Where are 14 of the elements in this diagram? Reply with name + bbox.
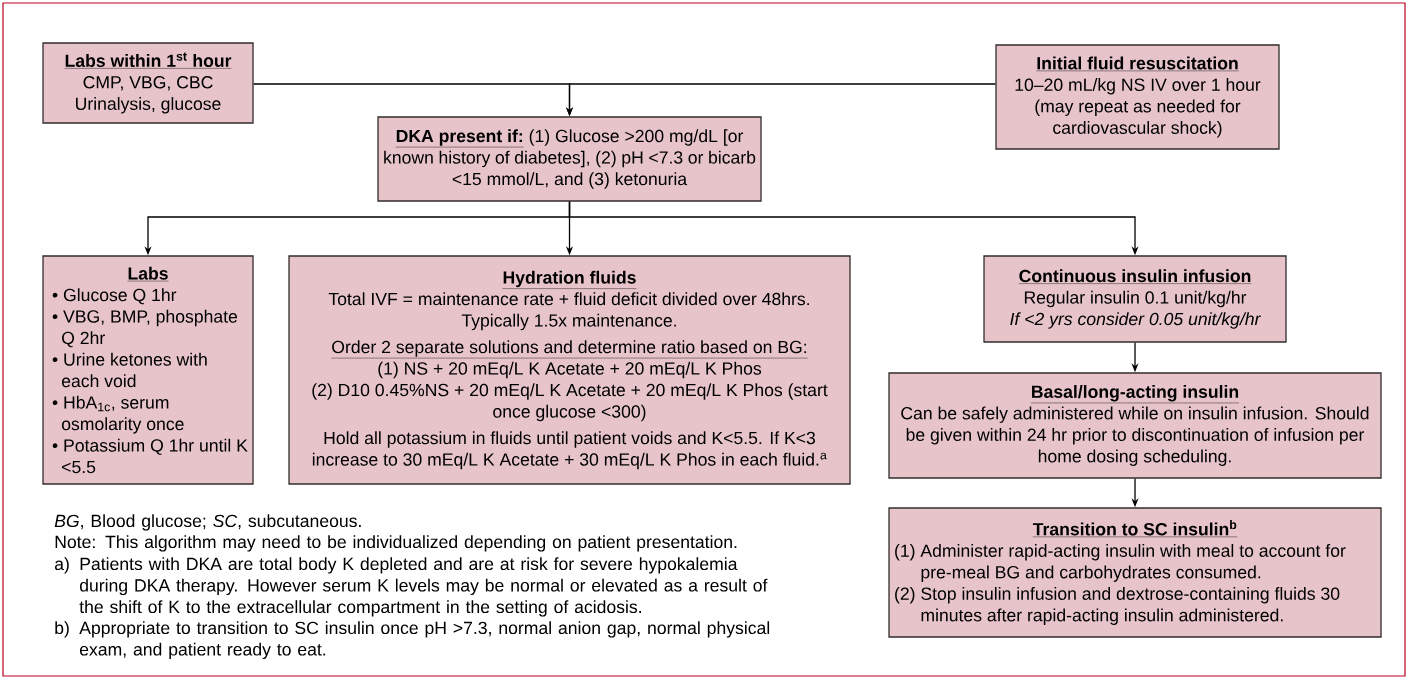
process-box: Continuous insulin infusion Regular insulin 0.1 unit/kg/hr If <2 yrs consider 0.05 unit/kg/hr <box>983 255 1287 343</box>
footnote-key: BG, Blood glucose; SC, subcutaneous. <box>54 514 361 531</box>
process-box: Transition to SC insulin$^{b}$ (1) Administer rapid-acting insulin with meal to account for pre-meal BG and carbohydrates consumed. (2) Stop insulin infusion and dextrose-containing fluids 30 minutes after rapid-acting insulin administered. <box>888 507 1382 638</box>
process-box: Initial fluid resuscitation 10–20 mL/kg NS IV over 1 hour (may repeat as needed for cardiovascular shock) <box>995 44 1280 150</box>
list-marker: b) <box>55 621 69 638</box>
footnote-text: Patients with DKA are total body K depleted and are at risk for severe hypokalemia during DKA therapy. However serum K levels may be normal or elevated as a result of the shift of K to the extracellular compartment in the setting of acidosis. <box>79 557 768 617</box>
process-box: Basal/long-acting insulin Can be safely administered while on insulin infusion. Should be given within 24 hr prior to discontinuation of infusion per home dosing scheduling. <box>888 372 1382 479</box>
process-box: Labs • Glucose Q 1hr • VBG, BMP, phosphate Q 2hr • Urine ketones with each void • HbA$_{1c}$, serum osmolarity once • Potassium Q 1hr until K <5.5 <box>42 255 254 485</box>
process-box: Labs within 1$^{st}$ hour CMP, VBG, CBC Urinalysis, glucose <box>42 42 254 124</box>
list-marker: a) <box>54 557 69 574</box>
footnote-text: Appropriate to transition to SC insulin once pH >7.3, normal anion gap, normal physical exam, and patient ready to eat. <box>79 621 770 660</box>
process-box: Hydration fluids Total IVF = maintenance rate + fluid deficit divided over 48hrs. Typically 1.5x maintenance. Order 2 separate solutions and determine ratio based on BG: (1) NS + 20 mEq/L K Acetate + 20 mEq/L K Phos (2) D10 0.45%NS + 20 mEq/L K Acetate + 20 mEq/L K Phos (start once glucose <300) Hold all potassium in fluids until patient voids and K<5.5. If K<3 increase to 30 mEq/L K Acetate + 30 mEq/L K Phos in each fluid.$^{a}$ <box>288 255 851 485</box>
note-text: Note: This algorithm may need to be individualized depending on patient presentation. <box>55 535 737 552</box>
process-box: DKA present if: (1) Glucose >200 mg/dL [or known history of diabetes], (2) pH <7.3 or bicarb <15 mmol/L, and (3) ketonuria <box>377 116 762 202</box>
